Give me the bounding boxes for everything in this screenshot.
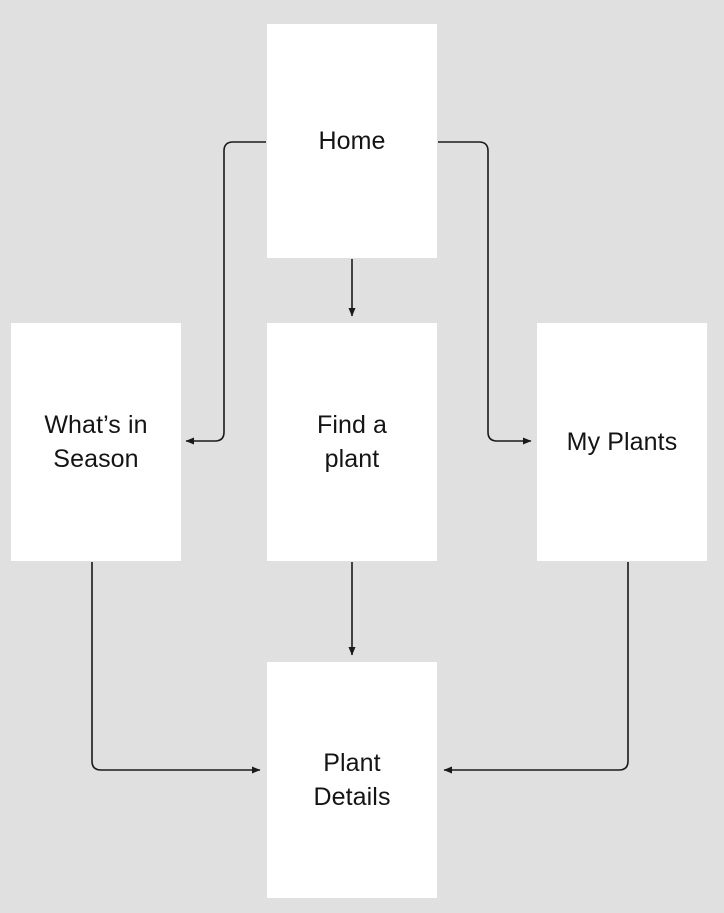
node-find-a-plant[interactable]: Find a plant <box>267 323 437 561</box>
node-home-label: Home <box>318 127 386 155</box>
node-whats-in-season[interactable]: What’s in Season <box>11 323 181 561</box>
connector-whats-in-season-to-plant-details <box>91 562 261 774</box>
node-plant-details-label: Plant Details <box>313 749 391 811</box>
node-plant-details[interactable]: Plant Details <box>267 662 437 898</box>
node-my-plants-label: My Plants <box>566 428 678 456</box>
node-my-plants[interactable]: My Plants <box>537 323 707 561</box>
node-whats-in-season-label: What’s in Season <box>44 411 148 473</box>
connector-home-to-my-plants <box>438 141 532 445</box>
connector-home-to-whats-in-season <box>185 141 266 445</box>
connector-my-plants-to-plant-details <box>443 562 629 774</box>
node-home[interactable]: Home <box>267 24 437 258</box>
node-find-a-plant-label: Find a plant <box>316 411 388 473</box>
